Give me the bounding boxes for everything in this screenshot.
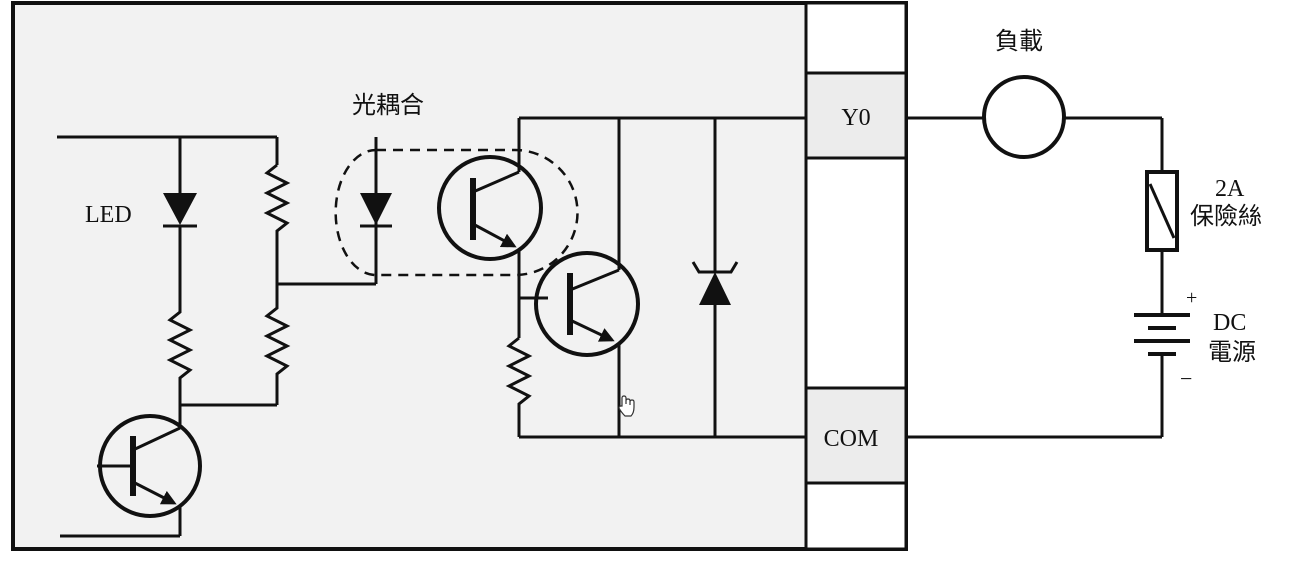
load-label: 負載: [995, 27, 1043, 55]
resistor-icon: [263, 302, 291, 405]
minus-sign: −: [1180, 366, 1192, 391]
output-wiring: [505, 116, 806, 439]
led-diode-icon: [163, 193, 197, 225]
resistor-icon: [263, 163, 291, 250]
resistor-icon: [166, 302, 194, 405]
resistor-icon: [505, 336, 533, 437]
dc-label: DC: [1213, 310, 1246, 336]
output-transistor-icon: [534, 251, 640, 357]
module-body: [11, 1, 908, 551]
zener-diode-icon: [699, 272, 731, 305]
fuse-rating-label: 2A: [1215, 176, 1245, 202]
optocoupler-label: 光耦合: [352, 91, 424, 119]
opto-led-icon: [360, 193, 392, 225]
terminal-strip: Y0 COM: [804, 1, 908, 551]
external-circuit: [906, 75, 1190, 439]
terminal-y0-label: Y0: [841, 105, 870, 131]
fuse-name-label: 保險絲: [1190, 202, 1262, 230]
led-label: LED: [85, 202, 132, 228]
battery-icon: [1134, 313, 1190, 356]
load-icon: [982, 75, 1066, 159]
input-wiring: [57, 135, 378, 407]
plus-sign: +: [1186, 287, 1197, 309]
input-transistor-icon: [60, 405, 202, 538]
phototransistor-icon: [437, 155, 543, 261]
optocoupler: [334, 118, 579, 298]
hand-cursor-icon: [618, 395, 635, 417]
dc-source-label: 電源: [1208, 338, 1256, 366]
terminal-com-label: COM: [824, 426, 879, 452]
